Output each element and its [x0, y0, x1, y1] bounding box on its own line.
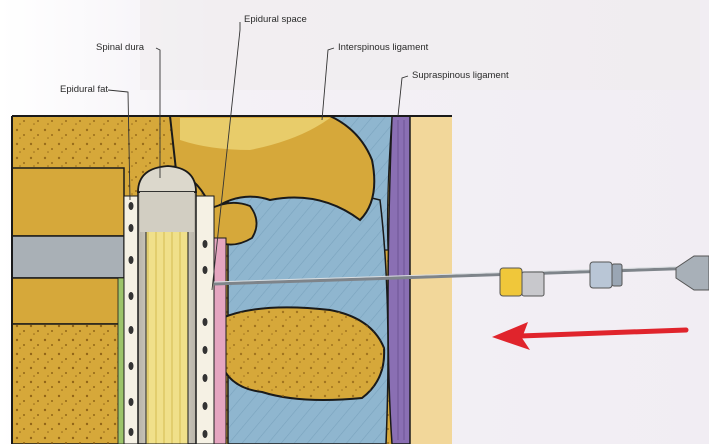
vertebral-body-upper: [12, 168, 124, 236]
dural-sac-cap: [140, 192, 194, 232]
vertebral-body-texture: [12, 324, 124, 444]
cross-section-panel: [12, 116, 452, 444]
needle-hub-yellow: [500, 268, 544, 296]
needle-hub-gray: [590, 262, 622, 288]
lower-bone-texture: [217, 307, 384, 400]
supraspinous-ligament: [388, 116, 410, 444]
intervertebral-disc: [12, 236, 124, 278]
label-interspinous-ligament: Interspinous ligament: [338, 42, 429, 53]
cauda-equina: [146, 230, 188, 444]
label-epidural-space: Epidural space: [244, 14, 307, 25]
label-supraspinous-ligament: Supraspinous ligament: [412, 70, 509, 81]
skin-layer: [410, 116, 452, 444]
epidural-fat-left: [124, 196, 138, 444]
ligamentum-flavum: [214, 238, 226, 444]
posterior-ligament: [118, 278, 124, 444]
vertebral-body-middle: [12, 278, 124, 324]
label-spinal-dura: Spinal dura: [96, 42, 145, 53]
label-epidural-fat: Epidural fat: [60, 84, 108, 95]
